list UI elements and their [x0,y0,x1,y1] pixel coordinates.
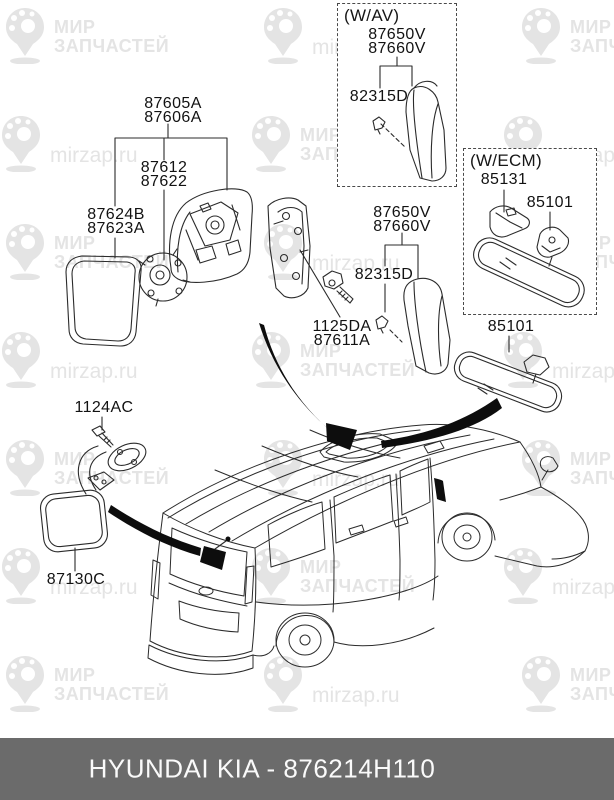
van-illustration [147,423,589,675]
mirror-mounting-bracket-drawing [267,197,311,299]
part-number-text: 87650V [368,26,426,43]
part-number-text: 87606A [144,108,202,126]
footer-bar: HYUNDAI KIA - 876214H110 [0,738,614,800]
part-number-text: 87623A [87,219,145,237]
screw-1124ac-drawing [91,425,114,448]
mirror-actuator-drawing [138,248,191,307]
wecm-option-box: (W/ECM) [463,148,597,315]
arrowhead-roof [326,423,357,450]
ecm-cover-85131-drawing [489,205,530,238]
part-number-text: 1124AC [74,399,134,416]
part-number-text: 87130C [46,571,106,588]
side-mirror-assembly-drawing [169,188,253,283]
part-label-mid-82315d: 82315D [354,266,414,283]
ecm-rearview-mirror-drawing [473,237,585,308]
part-number-text: 87650V [373,204,431,221]
part-number-text: 87622 [140,172,188,190]
part-label-wecm-85131: 85131 [480,171,528,188]
leader-lines [74,56,551,572]
b-pillar-marker [434,478,446,502]
aux-mirror-87130c-drawing [39,442,147,553]
part-label-wav-82315d: 82315D [349,88,409,105]
arrow-mirror-to-windshield [381,398,502,448]
part-number-text: 87624B [87,206,145,223]
bolt-1125da-drawing [322,270,354,304]
part-label-87130c: 87130C [46,571,106,588]
part-label-1124ac: 1124AC [74,399,134,416]
wav-quarter-cover-drawing [372,80,447,182]
mid-quarter-cover-drawing [375,277,451,375]
part-number-text: 85101 [526,194,574,211]
part-number-text: 1125DA [312,318,372,335]
rear-window-marker [200,546,226,570]
wav-option-box: (W/AV) [337,3,457,187]
ecm-mirror-hatch [499,257,517,270]
part-number-text: 85131 [480,171,528,188]
rear-window-dot [225,536,231,542]
part-number-text: 82315D [354,266,414,283]
part-number-text: 85101 [487,318,535,335]
part-number-text: 87660V [368,39,426,57]
part-number-text: 87660V [373,217,431,235]
part-label-85101: 85101 [487,318,535,335]
mirror-glass-drawing [65,255,142,347]
part-label-wecm-85101: 85101 [526,194,574,211]
part-number-text: 82315D [349,88,409,105]
part-number-text: 87611A [313,331,371,349]
footer-part-number: HYUNDAI KIA - 876214H110 [88,753,436,784]
rearview-mirror-85101-drawing [453,351,563,413]
arrow-auxmirror-to-rearwindow [108,505,201,556]
wav-box-title: (W/AV) [344,6,400,25]
part-number-text: 87612 [140,159,188,176]
rear-window-dot-leader [214,540,227,550]
part-number-text: 87605A [144,95,202,112]
